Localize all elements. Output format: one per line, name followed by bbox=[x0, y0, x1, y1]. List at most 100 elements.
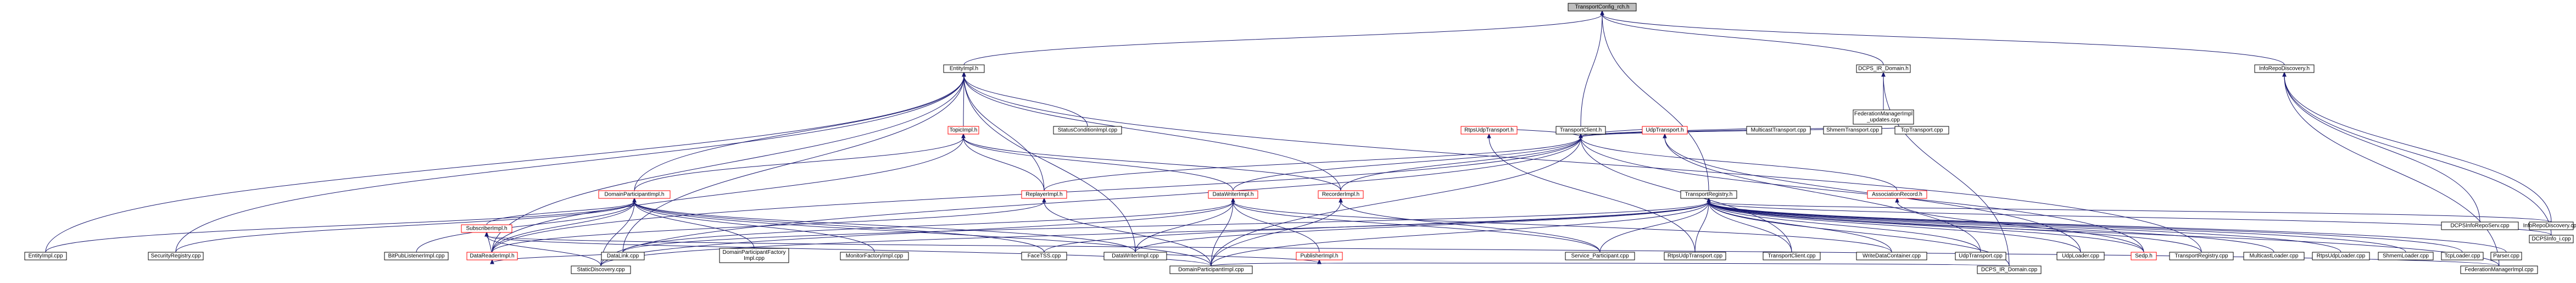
node-tcploader[interactable]: TcpLoader.cpp bbox=[2441, 252, 2484, 260]
node-sedp_h[interactable]: Sedp.h bbox=[2131, 252, 2157, 260]
node-label: SecurityRegistry.cpp bbox=[151, 253, 201, 259]
edge-facetss-to-transportregistry_h bbox=[1044, 201, 1709, 253]
edge-arrowhead bbox=[1231, 197, 1235, 203]
node-shmemloader[interactable]: ShmemLoader.cpp bbox=[2378, 252, 2434, 260]
node-recorderimpl_h[interactable]: RecorderImpl.h bbox=[1318, 190, 1364, 199]
node-shmemtransport[interactable]: ShmemTransport.cpp bbox=[1823, 126, 1882, 135]
edge-recorderimpl_h-to-transportclient_h bbox=[1340, 137, 1581, 191]
node-replayerimpl_h[interactable]: ReplayerImpl.h bbox=[1021, 190, 1067, 199]
edge-arrowhead bbox=[1707, 197, 1711, 203]
edge-staticdiscovery-to-subscriberimpl_h bbox=[486, 235, 601, 267]
edge-arrowhead bbox=[1487, 133, 1491, 138]
node-multicastloader[interactable]: MulticastLoader.cpp bbox=[2243, 252, 2305, 260]
node-box bbox=[1746, 126, 1811, 135]
node-rtpsudploader[interactable]: RtpsUdpLoader.cpp bbox=[2312, 252, 2370, 260]
node-federationmanagerimpl_updates[interactable]: FederationManagerImpl_updates.cpp bbox=[1853, 109, 1914, 125]
node-transportregistry_cpp[interactable]: TransportRegistry.cpp bbox=[2169, 252, 2234, 260]
node-label: DomainParticipantImpl.cpp bbox=[1178, 267, 1244, 273]
node-udploader[interactable]: UdpLoader.cpp bbox=[2056, 252, 2105, 260]
edge-inforepodiscovery_cpp-to-inforepodiscovery_h bbox=[2284, 75, 2552, 223]
edge-domainparticipantimpl_h-to-entityimpl_h bbox=[634, 75, 964, 191]
node-inforepodiscovery_h[interactable]: InfoRepoDiscovery.h bbox=[2254, 64, 2315, 73]
node-topicimpl_h[interactable]: TopicImpl.h bbox=[947, 126, 979, 135]
node-box bbox=[1642, 126, 1688, 135]
node-bitpublistenerimpl[interactable]: BitPubListenerImpl.cpp bbox=[384, 252, 449, 260]
node-box bbox=[2312, 252, 2370, 260]
edge-bitpublistenerimpl-to-domainparticipantimpl_h bbox=[416, 201, 635, 253]
node-label: ShmemLoader.cpp bbox=[2383, 253, 2429, 259]
node-box bbox=[943, 64, 985, 73]
node-label: UdpTransport.h bbox=[1646, 127, 1683, 134]
node-label: TransportRegistry.h bbox=[1685, 192, 1733, 198]
node-tcptransport[interactable]: TcpTransport.cpp bbox=[1894, 126, 1949, 135]
node-service_participant[interactable]: Service_Participant.cpp bbox=[1565, 252, 1635, 260]
edge-dcps_ir_domain_cpp-to-publisherimpl_h bbox=[1319, 263, 2010, 267]
edge-arrowhead bbox=[2282, 71, 2287, 77]
node-datawriterimpl_cpp[interactable]: DataWriterImpl.cpp bbox=[1103, 252, 1167, 260]
edge-associationrecord_h-to-transportclient_h bbox=[1580, 137, 1898, 191]
node-label: FederationManagerImpl.cpp bbox=[2465, 267, 2534, 273]
edge-datawriterimpl_cpp-to-datawriterimpl_h bbox=[1135, 201, 1234, 253]
edge-inforepodiscovery_cpp-to-transportregistry_h bbox=[1708, 201, 2552, 223]
node-rtpsudptransport_h[interactable]: RtpsUdpTransport.h bbox=[1460, 126, 1518, 135]
edge-entityimpl_h-to-transportconfig bbox=[963, 14, 1603, 65]
edge-domainparticipantimpl_cpp-to-replayerimpl_h bbox=[1044, 201, 1212, 267]
edge-transportregistry_h-to-transportconfig bbox=[1602, 14, 1709, 191]
node-domainparticipantimpl_cpp[interactable]: DomainParticipantImpl.cpp bbox=[1169, 265, 1253, 274]
node-parser[interactable]: Parser.cpp bbox=[2490, 252, 2522, 260]
node-label: Impl.cpp bbox=[744, 256, 765, 262]
node-label: DataReaderImpl.h bbox=[470, 253, 514, 259]
node-writedatacontainer[interactable]: WriteDataContainer.cpp bbox=[1856, 252, 1927, 260]
node-datareaderimpl_h[interactable]: DataReaderImpl.h bbox=[466, 252, 518, 260]
node-label: WriteDataContainer.cpp bbox=[1863, 253, 1921, 259]
node-dcpsinforeposerv[interactable]: DCPSInfoRepoServ.cpp bbox=[2441, 221, 2519, 230]
node-multicasttransport[interactable]: MulticastTransport.cpp bbox=[1746, 126, 1811, 135]
node-entityimpl_h[interactable]: EntityImpl.h bbox=[943, 64, 985, 73]
node-dcps_ir_domain_cpp[interactable]: DCPS_IR_Domain.cpp bbox=[1977, 265, 2042, 274]
edge-datawriterimpl_cpp-to-entityimpl_h bbox=[963, 75, 1136, 253]
node-facetss[interactable]: FaceTSS.cpp bbox=[1021, 252, 1067, 260]
node-box bbox=[947, 126, 979, 135]
node-label: ReplayerImpl.h bbox=[1025, 192, 1062, 198]
node-rtpsudptransport_cpp[interactable]: RtpsUdpTransport.cpp bbox=[1664, 252, 1726, 260]
node-entityimpl_cpp[interactable]: EntityImpl.cpp bbox=[24, 252, 67, 260]
node-datawriterimpl_h[interactable]: DataWriterImpl.h bbox=[1208, 190, 1258, 199]
edge-datawriterimpl_cpp-to-transportregistry_h bbox=[1135, 201, 1709, 253]
node-subscriberimpl_h[interactable]: SubscriberImpl.h bbox=[461, 224, 512, 233]
edge-datareaderimpl_h-to-entityimpl_h bbox=[492, 75, 964, 253]
node-securityregistry[interactable]: SecurityRegistry.cpp bbox=[148, 252, 204, 260]
node-statusconditionimpl[interactable]: StatusConditionImpl.cpp bbox=[1053, 126, 1122, 135]
node-box bbox=[1169, 265, 1253, 274]
node-udptransport_h[interactable]: UdpTransport.h bbox=[1642, 126, 1688, 135]
node-label: BitPubListenerImpl.cpp bbox=[388, 253, 445, 259]
node-associationrecord_h[interactable]: AssociationRecord.h bbox=[1867, 190, 1927, 199]
node-box bbox=[384, 252, 449, 260]
edge-domainparticipantimpl_cpp-to-datawriterimpl_h bbox=[1211, 201, 1234, 267]
node-publisherimpl_h[interactable]: PublisherImpl.h bbox=[1296, 252, 1343, 260]
node-datalink[interactable]: DataLink.cpp bbox=[601, 252, 645, 260]
node-transportclient_cpp[interactable]: TransportClient.cpp bbox=[1763, 252, 1821, 260]
node-transportregistry_h[interactable]: TransportRegistry.h bbox=[1680, 190, 1737, 199]
edge-recorderimpl_h-to-entityimpl_h bbox=[963, 75, 1341, 191]
node-box bbox=[1856, 252, 1927, 260]
node-inforepodiscovery_cpp[interactable]: InfoRepoDiscovery.cpp bbox=[2523, 221, 2576, 230]
edge-shmemloader-to-transportregistry_h bbox=[1708, 201, 2406, 253]
node-box bbox=[1565, 252, 1635, 260]
node-dcpsinfo_i[interactable]: DCPSInfo_i.cpp bbox=[2529, 235, 2574, 243]
node-domainparticipantimpl_h[interactable]: DomainParticipantImpl.h bbox=[598, 190, 671, 199]
node-udptransport_cpp[interactable]: UdpTransport.cpp bbox=[1955, 252, 2006, 260]
edge-transportregistry_cpp-to-transportregistry_h bbox=[1708, 201, 2202, 253]
node-transportclient_h[interactable]: TransportClient.h bbox=[1555, 126, 1606, 135]
node-dcps_ir_domain_h[interactable]: DCPS_IR_Domain.h bbox=[1856, 64, 1911, 73]
node-federationmanagerimpl_cpp[interactable]: FederationManagerImpl.cpp bbox=[2460, 265, 2538, 274]
node-box bbox=[1955, 252, 2006, 260]
edge-staticdiscovery-to-transportclient_h bbox=[600, 137, 1581, 267]
node-staticdiscovery[interactable]: StaticDiscovery.cpp bbox=[571, 265, 631, 274]
node-monitorfactoryimpl[interactable]: MonitorFactoryImpl.cpp bbox=[840, 252, 909, 260]
node-box bbox=[1460, 126, 1518, 135]
node-box bbox=[2460, 265, 2538, 274]
node-transportconfig[interactable]: TransportConfig_rch.h bbox=[1568, 3, 1637, 12]
edge-securityregistry-to-entityimpl_h bbox=[175, 75, 964, 253]
edge-arrowhead bbox=[1895, 197, 1899, 203]
